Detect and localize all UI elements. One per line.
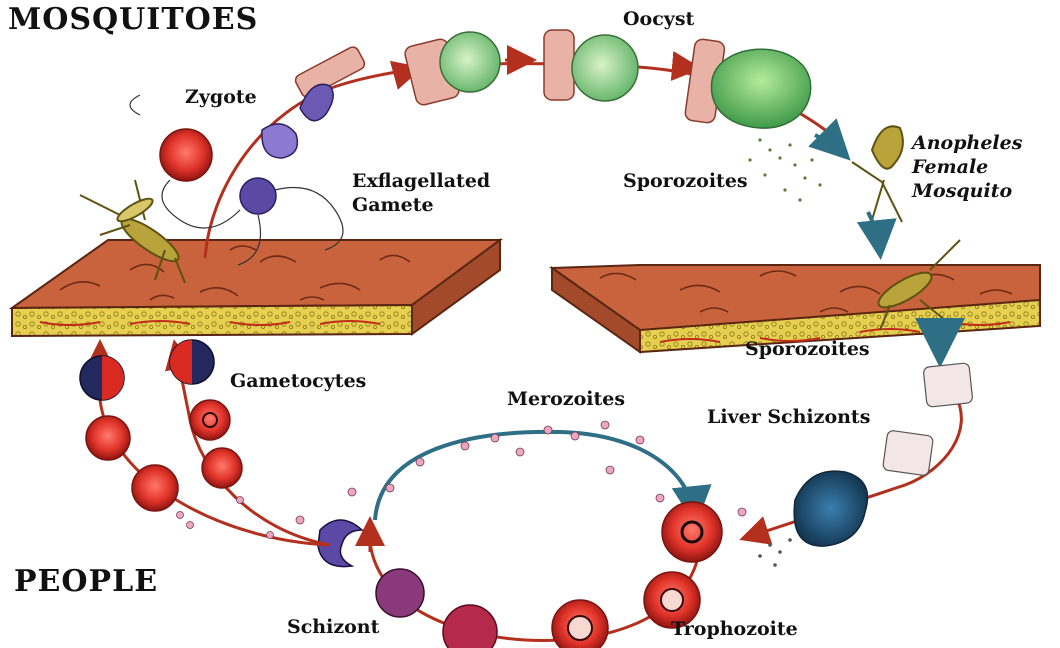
schizont-rbc-1 [443,605,497,648]
anopheles-label-line1: Anopheles [912,134,1022,154]
ookinete [262,124,298,158]
zygote-label: Zygote [185,88,257,108]
sporozoites-skin-label: Sporozoites [745,340,870,360]
female-gamete [160,129,212,181]
schizont-rbc-2 [376,569,424,617]
gametocytes-label: Gametocytes [230,372,366,392]
rupturing-oocyst [712,49,811,128]
exflagellated-gamete [240,178,276,214]
rbc-inner-2 [202,448,242,488]
merozoite-reinvasion-arrow [375,432,695,520]
oocyst [572,35,638,101]
released-liver-merozoites [758,538,792,567]
anopheles-label-line2: Female [912,158,988,178]
skin-block-left [12,240,500,336]
liver-cell-2 [882,430,933,476]
trophozoite-label: Trophozoite [671,620,798,640]
schizont-label: Schizont [287,618,379,638]
oocyst-label: Oocyst [623,10,694,30]
midgut-wall-segments [293,30,725,124]
liver-schizonts-label: Liver Schizonts [707,408,870,428]
mosquitoes-section-title: MOSQUITOES [8,4,258,36]
merozoites-label: Merozoites [507,390,625,410]
exflagellated-gamete-label-line1: Exflagellated [352,172,490,192]
people-section-title: PEOPLE [14,566,158,598]
exflagellated-gamete-label-line2: Gamete [352,196,434,216]
early-oocyst [440,32,500,92]
rbc-outer-2 [132,465,178,511]
sporozoite-to-mosquito-arrow [815,135,845,155]
infected-rbc-ring [662,502,722,562]
mosquito-bite-arrow [868,212,880,252]
anopheles-label-line3: Mosquito [912,182,1012,202]
liver-schizont [794,471,867,546]
rbc-outer-1 [86,416,130,460]
sporozoites-mosquito-label: Sporozoites [623,172,748,192]
rbc-inner-1 [190,400,230,440]
released-sporozoites [748,138,821,201]
liver-cell-1 [923,363,973,408]
